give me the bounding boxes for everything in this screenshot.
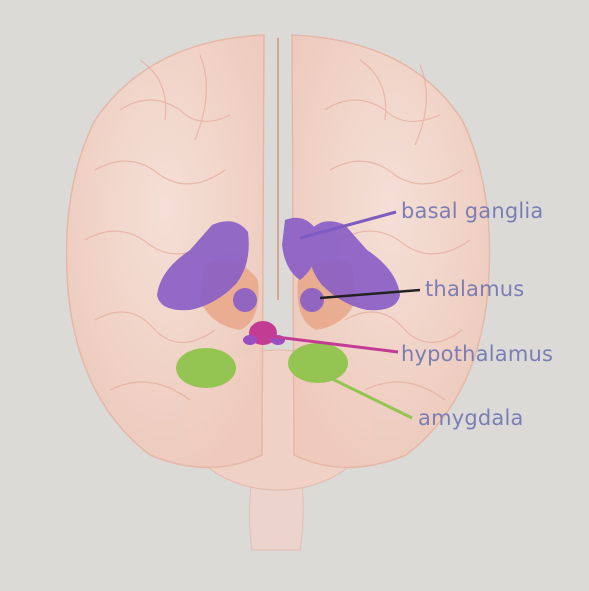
thalamus-label: thalamus	[425, 277, 525, 301]
basal-ganglia-label: basal ganglia	[401, 199, 544, 223]
thalamus-leader	[319, 288, 421, 300]
basal-ganglia-leader	[299, 210, 397, 240]
amygdala-label: amygdala	[418, 406, 524, 430]
amygdala-leader	[317, 370, 413, 420]
hypothalamus-label: hypothalamus	[401, 342, 554, 366]
basal-ganglia	[157, 217, 400, 312]
amygdala	[176, 343, 348, 388]
hypothalamus-leader	[267, 334, 399, 354]
